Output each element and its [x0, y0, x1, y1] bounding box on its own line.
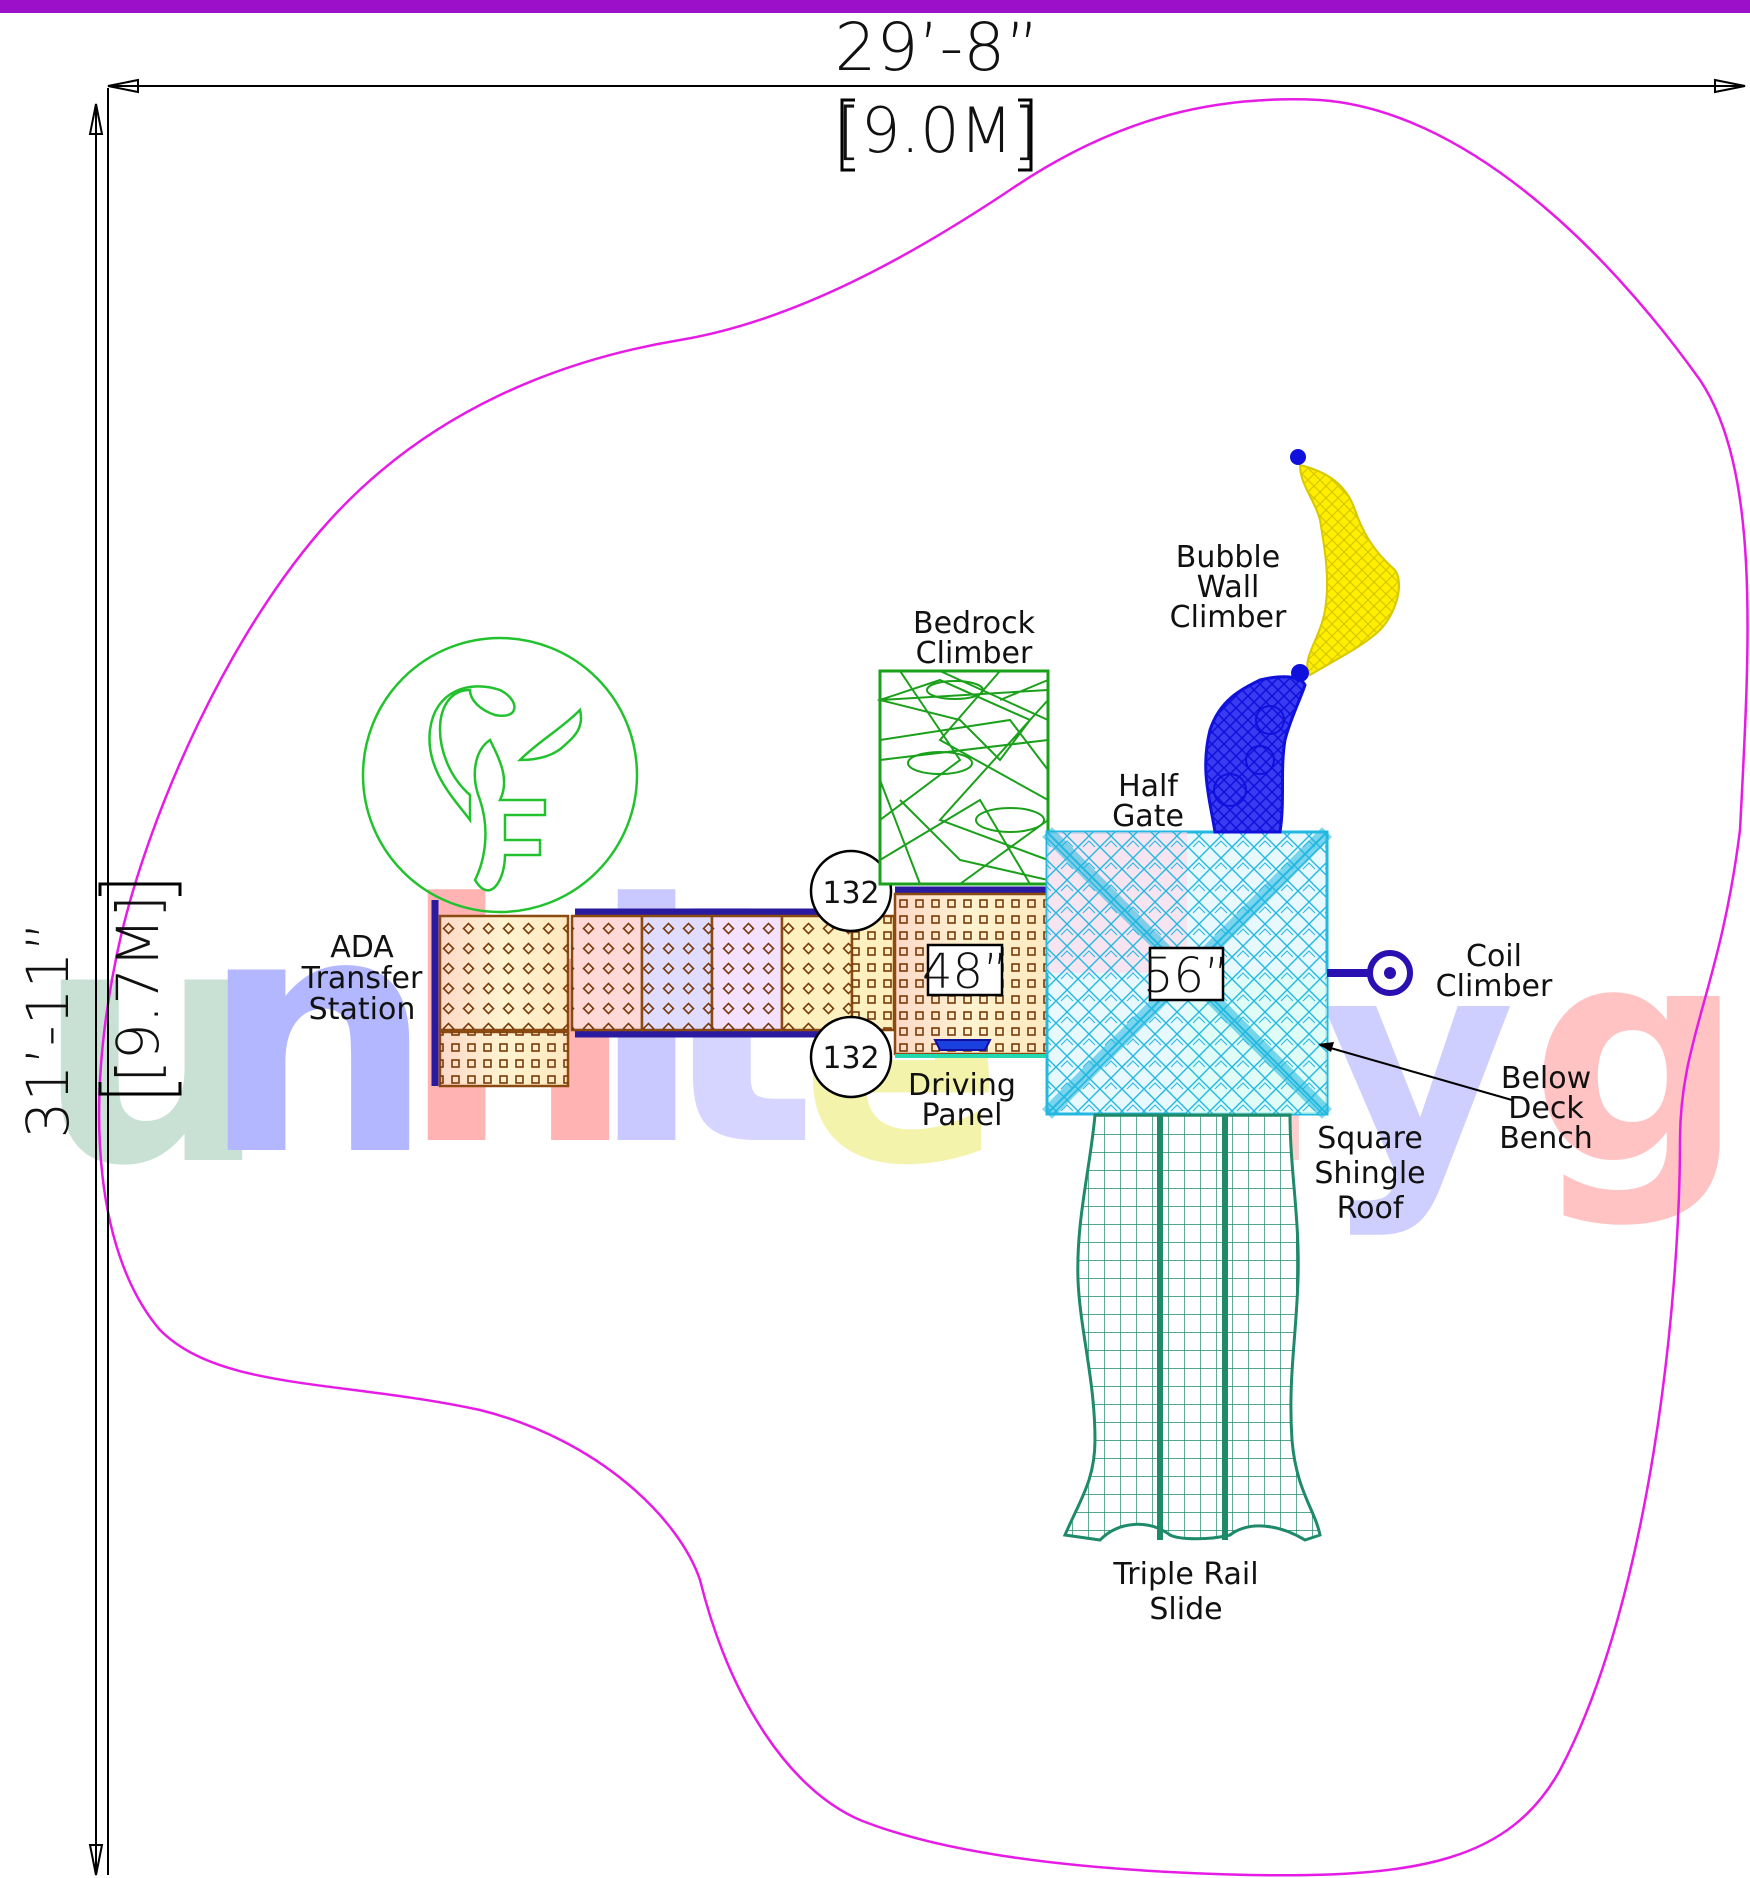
ada-transfer-station: [431, 900, 570, 1088]
svg-text:Triple Rail: Triple Rail: [1112, 1557, 1258, 1592]
safety-zone-outline: [98, 98, 1749, 1877]
deck-48: 48”: [893, 886, 1049, 1058]
svg-text:132: 132: [822, 876, 879, 911]
bedrock-climber: [876, 669, 1050, 886]
steering-wheel: [933, 1039, 992, 1051]
svg-text:Climber: Climber: [916, 636, 1033, 671]
deck-48-height: 48”: [922, 944, 1008, 1000]
svg-text:Wall: Wall: [1197, 570, 1260, 605]
svg-text:Deck: Deck: [1508, 1091, 1584, 1126]
width-metric-brackets: [840, 98, 1033, 172]
label-below-deck-bench: Below Deck Bench: [1499, 1061, 1593, 1156]
deck-56-height-box: [1148, 946, 1225, 1002]
label-bedrock-climber: Bedrock Climber: [913, 606, 1036, 671]
svg-text:132: 132: [822, 1041, 879, 1076]
tube-climber: [1204, 675, 1307, 834]
svg-text:Panel: Panel: [922, 1098, 1003, 1133]
label-half-gate: Half Gate: [1112, 769, 1184, 834]
deck-56-roof: 56”: [1042, 827, 1332, 1119]
svg-text:Half: Half: [1118, 769, 1179, 804]
deck-48-height-box: [926, 943, 1004, 997]
svg-text:Roof: Roof: [1337, 1191, 1405, 1226]
watermark-letter-n: n: [200, 844, 435, 1228]
brand-logo: [361, 636, 639, 914]
height-metric-brackets: [98, 882, 182, 1096]
post-tag-upper: 132: [809, 849, 893, 933]
label-triple-rail-slide: Triple Rail Slide: [1112, 1557, 1258, 1627]
watermark-letter-g: g: [1530, 882, 1745, 1231]
width-metric: [9.0M]: [837, 94, 1037, 167]
deck-bridge: [570, 908, 896, 1038]
watermark-letter-y: y: [1320, 892, 1516, 1241]
triple-rail-slide: [1062, 1113, 1322, 1542]
watermark-letter-u: u: [35, 854, 270, 1238]
coil-climber: [1327, 950, 1413, 996]
bubble-wall-climber: [1290, 449, 1400, 682]
svg-text:Transfer: Transfer: [301, 961, 423, 996]
height-label: 31’-11”: [14, 921, 82, 1138]
svg-text:Slide: Slide: [1149, 1592, 1222, 1627]
below-deck-bench-leader: [1319, 1044, 1513, 1101]
svg-text:Driving: Driving: [908, 1068, 1016, 1103]
svg-text:Square: Square: [1317, 1121, 1423, 1156]
svg-text:ADA: ADA: [330, 930, 394, 965]
svg-text:Gate: Gate: [1112, 799, 1184, 834]
height-metric: [9.7M]: [104, 895, 172, 1083]
deck-56-height: 56”: [1143, 948, 1229, 1004]
width-dimension: 29’-8” [9.0M]: [107, 9, 1746, 172]
label-bubble-wall-climber: Bubble Wall Climber: [1170, 540, 1287, 635]
svg-text:Below: Below: [1501, 1061, 1591, 1096]
svg-text:Shingle: Shingle: [1314, 1156, 1425, 1191]
width-label: 29’-8”: [835, 9, 1040, 86]
height-dimension: 31’-11” [9.7M]: [14, 88, 182, 1876]
top-border: [0, 0, 1750, 13]
label-ada-transfer-station: ADA Transfer Station: [301, 930, 423, 1027]
svg-text:Station: Station: [309, 992, 416, 1027]
label-square-shingle-roof: Square Shingle Roof: [1314, 1121, 1425, 1226]
label-driving-panel: Driving Panel: [908, 1068, 1016, 1133]
label-coil-climber: Coil Climber: [1436, 939, 1553, 1004]
svg-text:Bench: Bench: [1499, 1121, 1593, 1156]
svg-text:Coil: Coil: [1466, 939, 1522, 974]
svg-text:Climber: Climber: [1436, 969, 1553, 1004]
svg-text:Bedrock: Bedrock: [913, 606, 1036, 641]
post-tag-lower: 132: [809, 1015, 893, 1099]
svg-text:Bubble: Bubble: [1176, 540, 1280, 575]
svg-text:Climber: Climber: [1170, 600, 1287, 635]
